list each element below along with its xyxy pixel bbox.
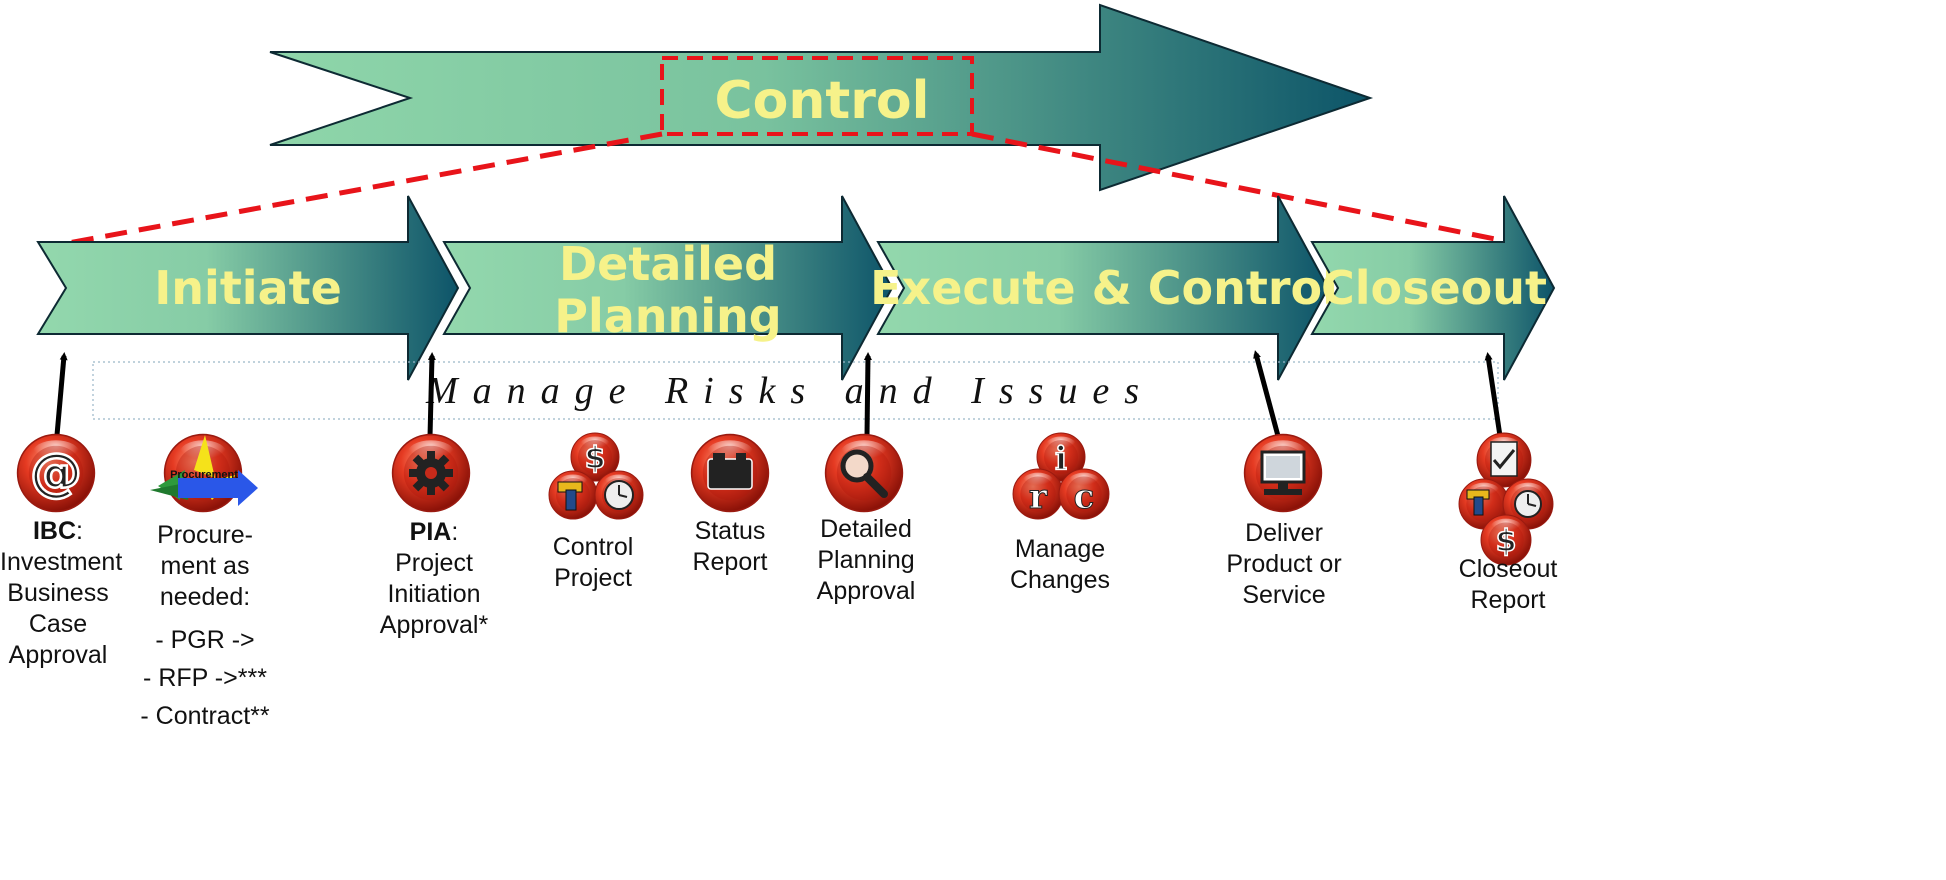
pointer-arrow-ibc bbox=[54, 352, 68, 436]
phase-label-closeout: Closeout bbox=[1321, 261, 1547, 315]
camera-icon bbox=[690, 433, 770, 513]
deliver-line: Deliver bbox=[1245, 519, 1323, 547]
ibc-line: Business bbox=[7, 579, 109, 607]
phase-arrow-execute-control: Execute & Control bbox=[870, 195, 1338, 381]
milestone-deliver-label: Deliver Product or Service bbox=[1214, 518, 1354, 611]
risk-band-label: Manage Risks and Issues bbox=[425, 370, 1154, 412]
pointer-arrow-closeout bbox=[1484, 352, 1503, 437]
procurement-line: ment as bbox=[160, 552, 250, 580]
milestone-closeout-report-label: Closeout Report bbox=[1448, 554, 1568, 616]
at-sign-icon: @ bbox=[16, 433, 96, 513]
pia-abbrev: PIA bbox=[409, 518, 452, 546]
manage-changes-line: Manage bbox=[1014, 535, 1106, 563]
ibc-line: Approval bbox=[8, 641, 108, 669]
magnifier-icon bbox=[824, 433, 904, 513]
irc-glyph-r: r bbox=[1029, 477, 1048, 517]
deliver-line: Product or bbox=[1226, 550, 1342, 578]
phase-label-planning-line2: Planning bbox=[554, 289, 781, 343]
svg-text:@: @ bbox=[30, 443, 82, 503]
phase-arrow-detailed-planning: Detailed Planning bbox=[442, 195, 894, 381]
computer-icon bbox=[1243, 433, 1323, 513]
procurement-line: needed: bbox=[159, 583, 251, 611]
status-report-line: Report bbox=[692, 548, 768, 576]
milestone-planning-approval-label: Detailed Planning Approval bbox=[806, 514, 926, 607]
irc-glyph-c: c bbox=[1074, 477, 1095, 517]
pointer-arrow-pia bbox=[427, 352, 436, 438]
phase-arrow-closeout: Closeout bbox=[1310, 195, 1556, 381]
ibc-line: Investment bbox=[0, 548, 123, 576]
pia-line: Approval* bbox=[379, 611, 489, 639]
procurement-icon-text: Procurement bbox=[170, 469, 238, 481]
scope-line-left bbox=[67, 131, 663, 246]
irc-glyph-i: i bbox=[1055, 439, 1067, 477]
planning-approval-line: Planning bbox=[817, 546, 915, 574]
control-arrow: Control bbox=[269, 3, 1374, 192]
phase-label-planning-line1: Detailed bbox=[559, 237, 777, 291]
milestone-manage-changes-label: Manage Changes bbox=[1000, 534, 1120, 596]
irc-icon: i r c bbox=[1012, 432, 1110, 520]
deliver-line: Service bbox=[1242, 581, 1326, 609]
planning-approval-line: Detailed bbox=[820, 515, 912, 543]
manage-changes-line: Changes bbox=[1009, 566, 1111, 594]
milestone-ibc-label: IBC: Investment Business Case Approval bbox=[0, 516, 123, 671]
planning-approval-line: Approval bbox=[816, 577, 916, 605]
pia-colon: : bbox=[451, 518, 459, 546]
procurement-arrows-icon: Procurement bbox=[150, 433, 258, 513]
risk-band bbox=[92, 361, 1499, 420]
scope-line-right bbox=[971, 131, 1501, 243]
milestone-status-report-label: Status Report bbox=[675, 516, 785, 578]
pointer-arrow-deliver bbox=[1253, 350, 1281, 437]
milestone-pia-label: PIA: Project Initiation Approval* bbox=[372, 517, 496, 641]
ibc-colon: : bbox=[76, 517, 83, 545]
ibc-line: Case bbox=[28, 610, 88, 638]
svg-text:$: $ bbox=[1496, 524, 1517, 559]
milestone-control-project-label: Control Project bbox=[538, 532, 648, 594]
closeout-report-line: Report bbox=[1470, 586, 1546, 614]
gear-icon bbox=[391, 433, 471, 513]
phase-arrow-initiate: Initiate bbox=[36, 195, 460, 381]
procurement-line: Procure- bbox=[157, 521, 253, 549]
checklist-dollar-clock-icon: $ bbox=[1458, 432, 1554, 566]
phase-label-execute: Execute & Control bbox=[870, 261, 1338, 315]
ibc-abbrev: IBC bbox=[32, 517, 77, 545]
milestone-procurement-label: Procure- ment as needed: - PGR -> - RFP … bbox=[138, 520, 272, 732]
pointer-arrow-planning-approval bbox=[863, 352, 872, 437]
pia-line: Initiation bbox=[387, 580, 481, 608]
closeout-report-line: Closeout bbox=[1458, 555, 1558, 583]
svg-text:$: $ bbox=[585, 441, 606, 476]
procurement-item: - RFP ->*** bbox=[143, 664, 267, 692]
dollar-clock-hammer-icon: $ bbox=[548, 432, 644, 520]
procurement-item: - Contract** bbox=[140, 702, 270, 730]
status-report-line: Status bbox=[694, 517, 766, 545]
control-project-line: Control bbox=[552, 533, 634, 561]
control-project-line: Project bbox=[554, 564, 632, 592]
pia-line: Project bbox=[395, 549, 473, 577]
phase-label-initiate: Initiate bbox=[154, 261, 342, 315]
control-arrow-label: Control bbox=[715, 71, 930, 131]
procurement-item: - PGR -> bbox=[155, 626, 255, 654]
control-focus-box bbox=[660, 56, 974, 136]
